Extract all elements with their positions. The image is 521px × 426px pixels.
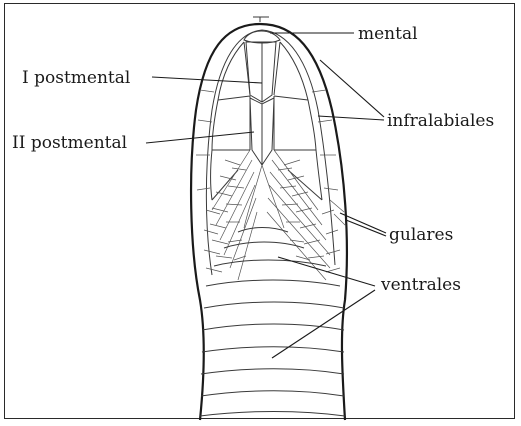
label-mental: mental [358,24,418,44]
label-gulares: gulares [389,225,453,245]
label-ventrales: ventrales [380,275,461,295]
leader-lines [146,33,386,358]
label-infralabiales: infralabiales [387,111,494,131]
head-outline [191,17,347,420]
label-postmental-1: I postmental [22,68,130,88]
label-postmental-2: II postmental [12,133,127,153]
